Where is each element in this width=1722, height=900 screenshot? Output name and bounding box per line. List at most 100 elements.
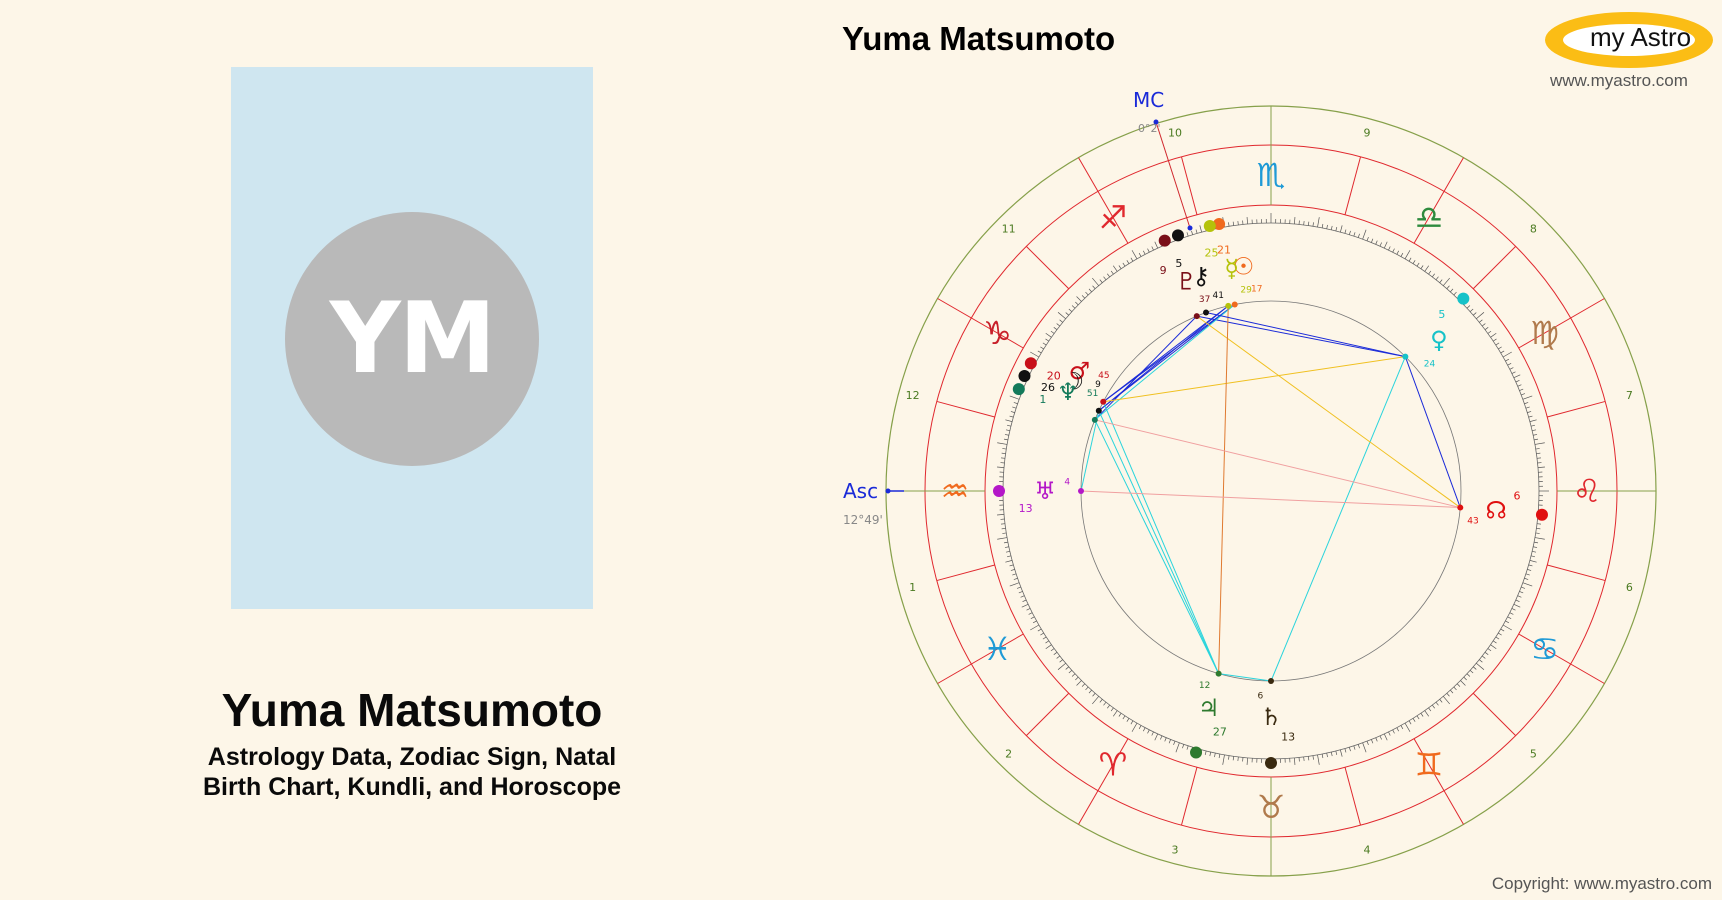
degree-tick [1408,257,1412,262]
logo-url[interactable]: www.myastro.com [1550,71,1688,90]
house-number-4: 4 [1364,843,1371,856]
degree-tick [1076,680,1082,686]
mercury-minute: 29 [1240,286,1252,296]
degree-tick [1476,662,1485,670]
neptune-degree: 1 [1039,393,1046,406]
degree-tick [1484,327,1489,330]
degree-tick [1103,701,1107,706]
degree-tick [1085,686,1089,691]
mc-line [1155,121,1191,229]
degree-tick [1532,429,1537,432]
degree-tick [1487,648,1492,652]
degree-tick [1001,452,1006,455]
sign-boundary [1180,156,1198,215]
degree-tick [1476,312,1485,320]
degree-tick [1040,346,1044,350]
degree-tick [1232,756,1235,761]
moon-degree: 26 [1041,381,1055,394]
degree-tick [1026,608,1031,611]
degree-tick [1088,689,1092,694]
house-cusp-5 [1413,738,1464,825]
mars-aspect-point [1100,398,1107,405]
degree-tick [1530,424,1536,427]
sun-aspect-point [1231,301,1238,308]
degree-tick [1004,434,1009,436]
degree-tick [1396,250,1400,255]
pluto-degree: 9 [1160,264,1167,277]
degree-tick [1513,374,1521,379]
mercury-marker [1203,219,1216,232]
degree-tick [1118,712,1122,717]
degree-tick [1110,707,1114,712]
degree-tick [1130,257,1134,262]
degree-tick [1175,742,1180,753]
degree-tick [1371,238,1374,243]
degree-tick [1009,582,1020,587]
myastro-logo[interactable] [1545,12,1713,68]
saturn-minute: 6 [1257,692,1263,702]
degree-tick [1154,241,1159,249]
avatar-initials: YM [329,282,496,396]
house-number-6: 6 [1626,581,1633,594]
house-number-11: 11 [1002,223,1016,236]
degree-tick [1107,704,1110,709]
house-cusp-8 [1518,298,1605,349]
degree-tick [1534,438,1539,441]
moon-aspect-point [1095,407,1102,414]
uranus-minute: 4 [1064,477,1070,487]
chiron-marker [1171,229,1184,242]
degree-tick [1481,323,1486,327]
degree-tick [1002,448,1007,450]
house-cusp-2 [937,633,1024,684]
degree-tick [1517,384,1522,387]
saturn-degree: 13 [1281,730,1295,743]
degree-tick [1375,737,1378,742]
saturn-aspect-point [1268,678,1274,684]
degree-tick [1500,350,1505,354]
mars-minute: 45 [1098,371,1109,381]
degree-tick [1151,246,1154,251]
degree-tick [1218,754,1221,759]
house-number-1: 1 [909,581,916,594]
degree-tick [1534,537,1545,540]
degree-tick [1092,277,1100,286]
degree-tick [1053,652,1058,655]
degree-tick [1092,285,1096,289]
degree-tick [1009,564,1014,567]
degree-tick [1312,755,1314,760]
degree-tick [1138,252,1142,257]
degree-tick [1053,327,1058,330]
degree-tick [1529,419,1537,422]
degree-tick [1022,599,1027,602]
degree-tick [1469,670,1474,674]
degree-tick [1068,308,1073,312]
degree-tick [1312,222,1314,227]
degree-tick [1533,546,1538,548]
degree-tick [1118,265,1122,270]
degree-tick [1509,367,1514,370]
degree-tick [1442,696,1450,705]
aspect-moon-jupiter [1098,410,1220,674]
degree-tick [1112,710,1118,717]
degree-tick [1107,273,1110,278]
degree-tick [1479,319,1483,323]
degree-tick [1151,731,1154,736]
degree-tick [1307,756,1310,761]
neptune-minute: 51 [1087,389,1098,399]
degree-tick [1040,632,1044,636]
degree-tick [1533,434,1538,436]
jupiter-minute: 12 [1199,681,1210,691]
degree-tick [1142,250,1146,255]
sign-boundary [1472,245,1517,290]
degree-tick [1050,330,1055,334]
sign-cancer-icon: ♋ [1530,630,1559,668]
venus-marker [1457,292,1470,305]
degree-tick [1186,745,1189,750]
sun-minute: 17 [1251,284,1262,294]
degree-tick [1435,701,1439,706]
house-cusp-11 [1078,157,1129,244]
aspect-moon-uranus [1080,410,1100,492]
pluto-marker [1158,234,1171,247]
degree-tick [1511,608,1516,611]
